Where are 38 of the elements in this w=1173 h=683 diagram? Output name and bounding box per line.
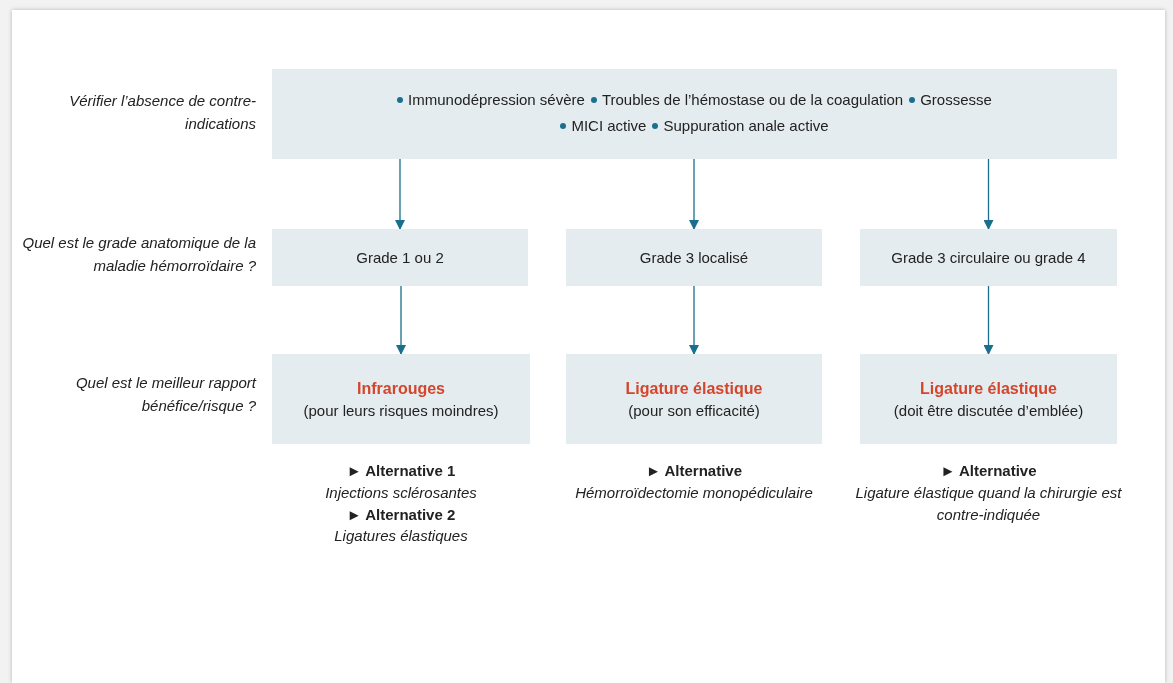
box-text: (pour leurs risques moindres) — [303, 400, 499, 421]
alternative-heading: ► Alternative — [645, 461, 743, 481]
treatment-title: Infrarouges — [357, 378, 445, 399]
box-text: Grade 1 ou 2 — [356, 247, 444, 268]
list-item: Grossesse — [909, 91, 992, 108]
alternative-heading: ► Alternative — [939, 461, 1038, 481]
treatment-title: Ligature élastique — [920, 378, 1057, 399]
alternative-text: Ligature élastique quand la chirurgie est contre-indiquée — [854, 482, 1123, 525]
question-text: Quel est le meilleur rapport bénéfice/risque ? — [74, 373, 256, 416]
process-box — [566, 354, 822, 444]
arrow — [983, 285, 994, 355]
list-item: Troubles de l’hémostase ou de la coagulation — [590, 91, 904, 108]
list-item: MICI active — [560, 117, 647, 135]
process-box — [566, 229, 822, 286]
alternative-text: Ligatures élastiques — [333, 526, 469, 547]
process-box — [272, 229, 528, 286]
box-text: Grade 3 circulaire ou grade 4 — [891, 247, 1086, 268]
alternative-text: Injections sclérosantes — [324, 482, 478, 503]
process-box — [272, 354, 530, 444]
process-box — [860, 229, 1117, 286]
list-item: Suppuration anale active — [652, 117, 829, 135]
treatment-title: Ligature élastique — [625, 378, 763, 399]
arrow — [689, 158, 699, 230]
list-item: Immunodépression sévère — [397, 91, 585, 108]
arrow — [396, 285, 406, 355]
arrow — [395, 158, 405, 230]
box-text: (pour son efficacité) — [628, 400, 760, 421]
box-text: Grade 3 localisé — [639, 247, 749, 268]
process-box — [860, 354, 1117, 444]
box-text: (doit être discutée d’emblée) — [893, 400, 1084, 421]
arrow — [689, 285, 699, 355]
alternative-heading: ► Alternative 1 — [345, 461, 457, 481]
question-text: Vérifier l’absence de contre-indications — [68, 91, 256, 134]
alternative-heading: ► Alternative 2 — [345, 504, 457, 525]
process-box — [272, 69, 1117, 159]
alternative-text: Hémorroïdectomie monopédiculaire — [574, 482, 814, 503]
question-text: Quel est le grade anatomique de la maladie hémorroïdaire ? — [21, 233, 256, 276]
arrow — [983, 158, 994, 230]
